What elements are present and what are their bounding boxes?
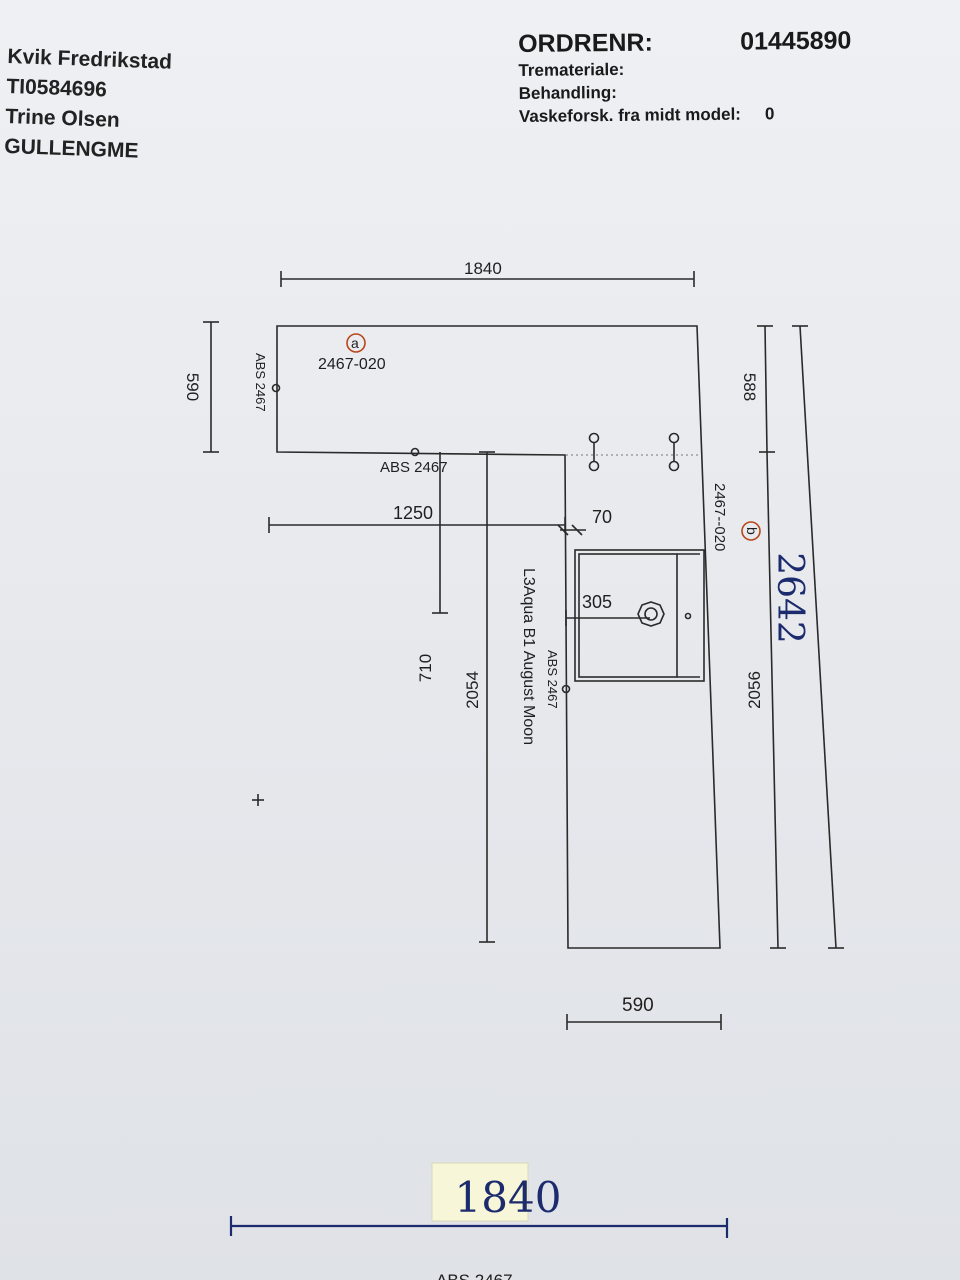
dim-2054: 2054 bbox=[463, 671, 482, 709]
sink bbox=[574, 549, 705, 682]
edge-label-leg: ABS 2467 bbox=[545, 650, 560, 709]
highlight-box bbox=[431, 1162, 529, 1222]
faucet-icon bbox=[668, 432, 680, 472]
edge-label-left: ABS 2467 bbox=[253, 353, 268, 412]
product-label: L3Aqua B1 August Moon bbox=[520, 568, 537, 745]
handwritten-bottom-value: 1840 bbox=[455, 1173, 562, 1222]
dim-bottom-590: 590 bbox=[622, 995, 654, 1016]
dim-305: 305 bbox=[582, 592, 612, 612]
dim-line-70 bbox=[557, 524, 586, 536]
tap-hole-icon bbox=[684, 612, 692, 620]
dim-line-bottom-590 bbox=[566, 1014, 722, 1030]
dim-2056: 2056 bbox=[745, 671, 764, 709]
dim-line-top bbox=[280, 271, 695, 287]
code-b: 2467--020 bbox=[711, 483, 728, 551]
drain-inner-icon bbox=[644, 607, 658, 621]
marker-a-ring bbox=[346, 333, 366, 353]
edge-marker-leg bbox=[561, 684, 571, 694]
sink-outer bbox=[574, 549, 705, 682]
edge-label-mid: ABS 2467 bbox=[380, 459, 448, 476]
dim-line-right-total bbox=[792, 325, 844, 949]
code-a: 2467-020 bbox=[318, 356, 386, 373]
dim-line-305 bbox=[565, 610, 650, 626]
dim-right-depth: 588 bbox=[740, 373, 759, 401]
dim-line-right-length bbox=[766, 451, 786, 949]
registration-cross bbox=[252, 794, 264, 806]
marker-a: a bbox=[351, 335, 359, 351]
dim-710: 710 bbox=[416, 654, 435, 682]
dim-70: 70 bbox=[592, 507, 612, 527]
countertop-outline bbox=[276, 325, 721, 949]
edge-label-bottom: ABS 2467 bbox=[436, 1271, 513, 1280]
edge-marker-left bbox=[271, 383, 281, 393]
marker-b-ring bbox=[741, 521, 761, 541]
dim-line-710 bbox=[432, 452, 448, 614]
drain-icon bbox=[637, 601, 665, 627]
faucet-icon bbox=[588, 432, 600, 472]
sink-inner bbox=[578, 553, 678, 678]
dim-line-2054 bbox=[479, 451, 495, 943]
handwritten-side-value: 2642 bbox=[769, 552, 810, 644]
marker-b: b bbox=[744, 527, 760, 535]
edge-marker-mid bbox=[410, 447, 420, 457]
dim-left-depth: 590 bbox=[183, 373, 202, 401]
dim-top-width: 1840 bbox=[464, 259, 502, 278]
dim-1250: 1250 bbox=[393, 503, 433, 523]
dim-line-bottom-total bbox=[229, 1216, 729, 1238]
dim-line-left-depth bbox=[203, 321, 219, 453]
